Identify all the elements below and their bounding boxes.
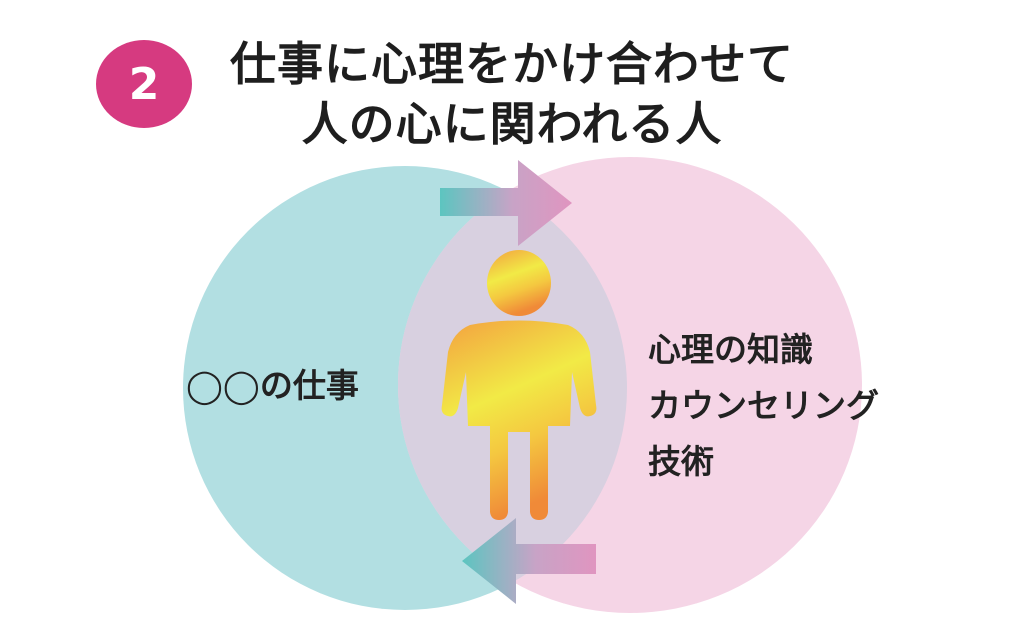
step-number-badge: 2	[96, 40, 192, 128]
right-circle-line-1: 心理の知識	[648, 330, 813, 369]
right-circle-label: 心理の知識 カウンセリング 技術	[648, 322, 879, 490]
right-circle-line-2: カウンセリング	[648, 386, 879, 425]
title-line-1: 仕事に心理をかけ合わせて	[230, 37, 794, 91]
step-number: 2	[128, 58, 160, 110]
right-circle-line-3: 技術	[648, 442, 714, 481]
title-line-2: 人の心に関われる人	[301, 97, 723, 151]
arrow-right-icon	[440, 160, 572, 246]
arrow-left-icon	[462, 518, 596, 604]
person-icon	[441, 250, 597, 520]
left-circle-label: ◯◯の仕事	[186, 366, 359, 405]
